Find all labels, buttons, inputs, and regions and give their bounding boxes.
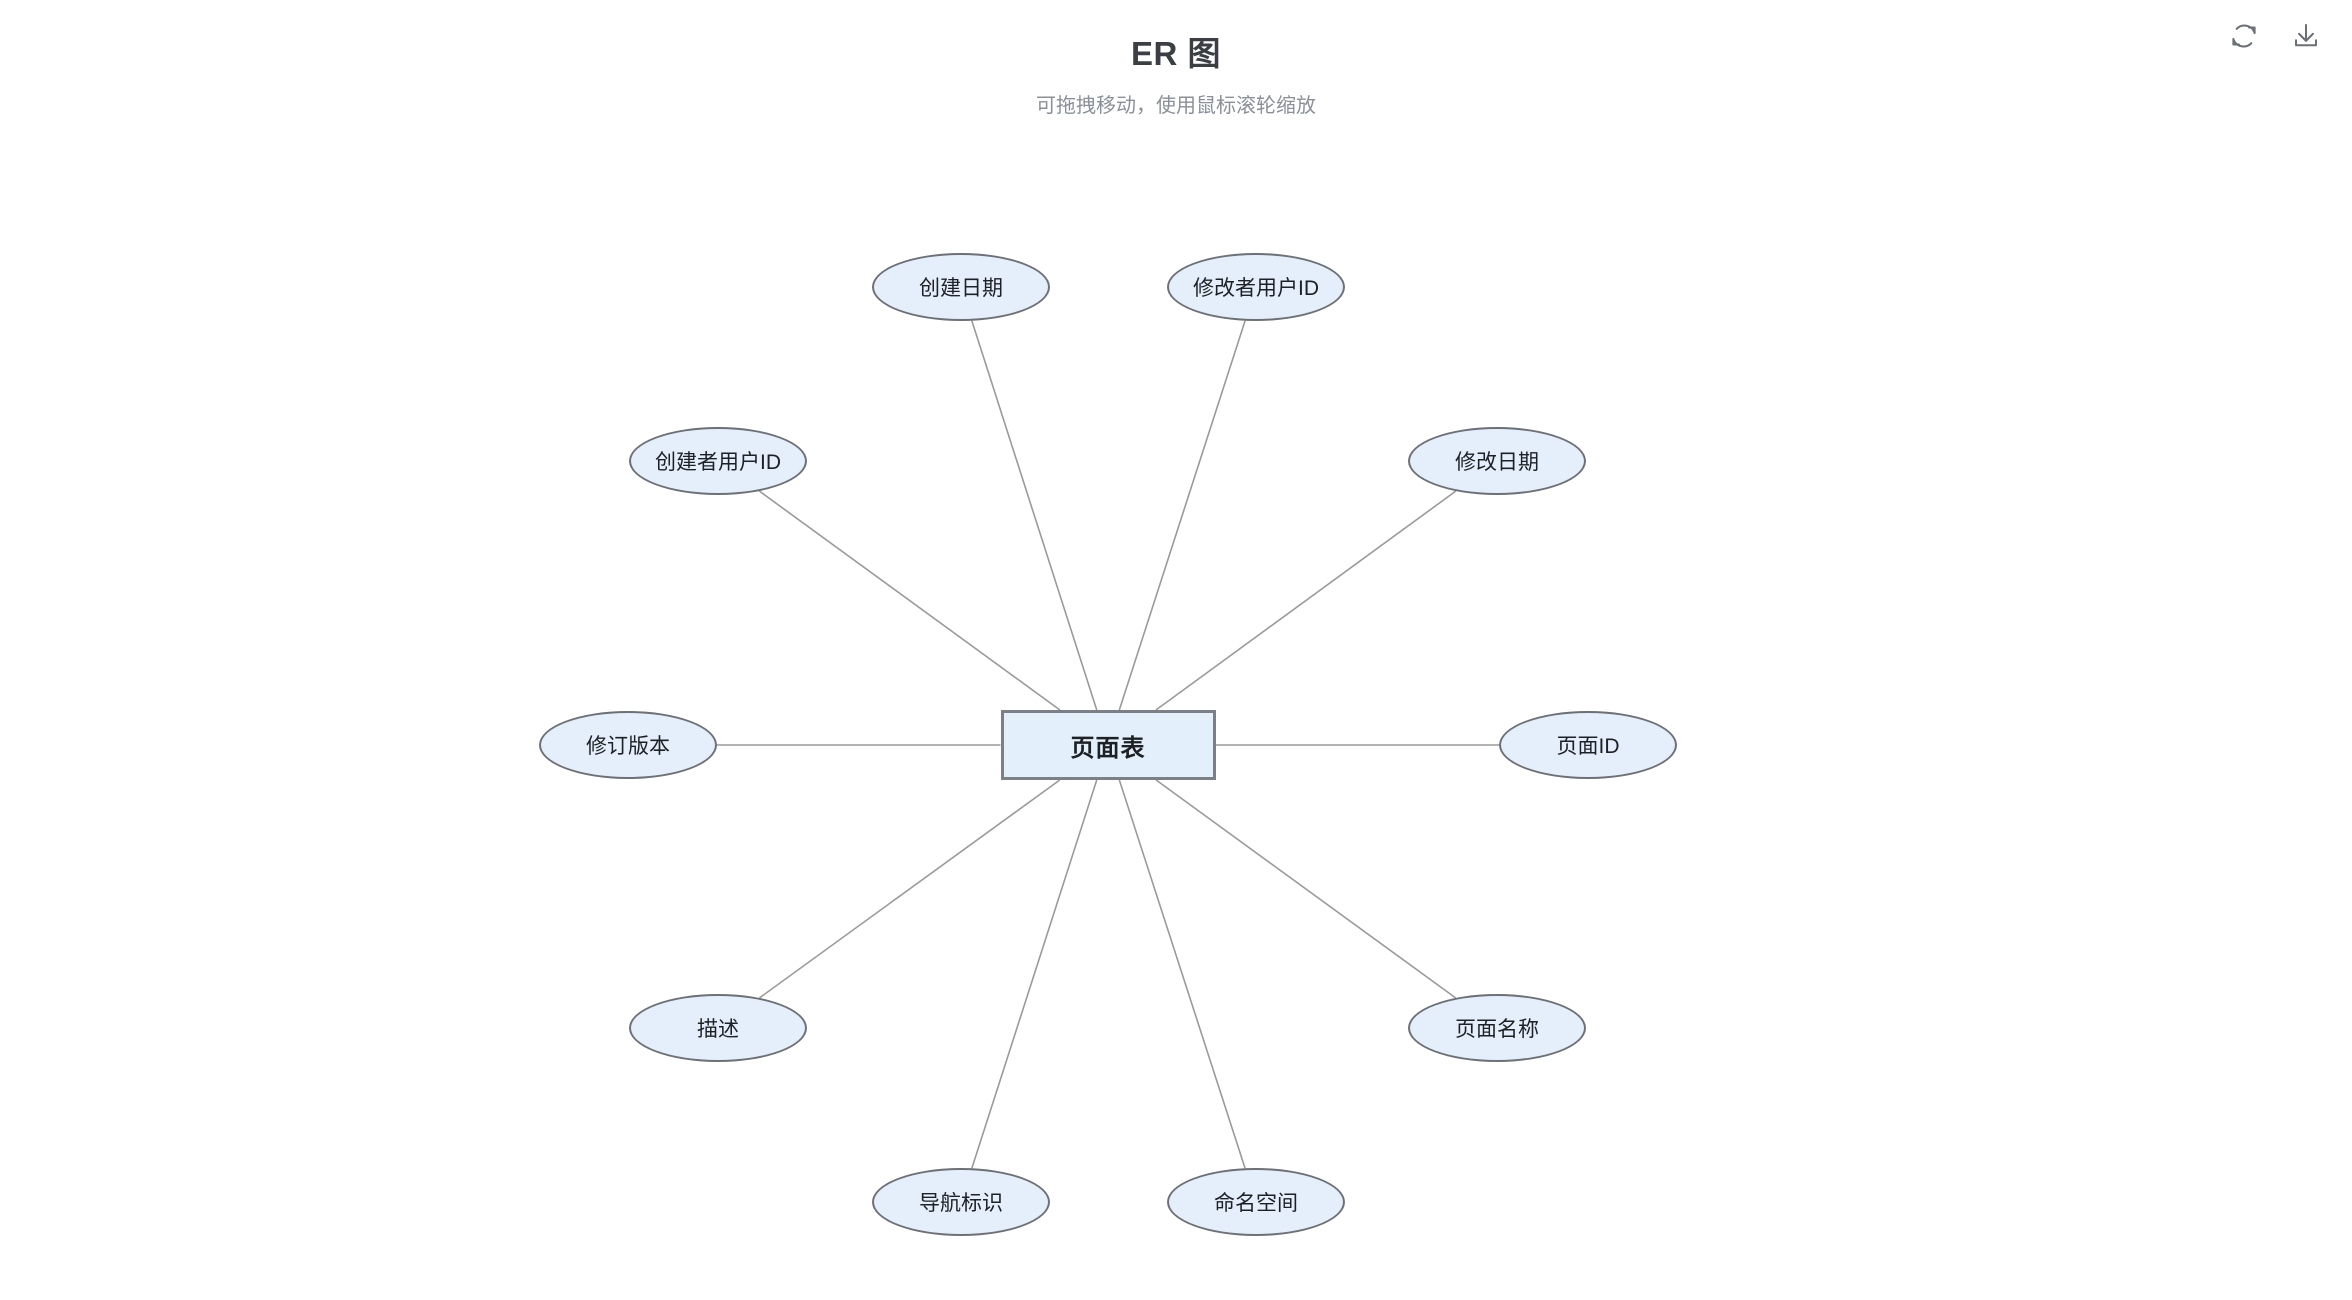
edge-page-table-to-attr-modifier-id — [1118, 320, 1246, 711]
edge-page-table-to-attr-creator-id — [758, 490, 1061, 711]
attribute-node-attr-revision[interactable]: 修订版本 — [539, 711, 717, 779]
attribute-node-attr-page-name[interactable]: 页面名称 — [1408, 994, 1586, 1062]
edge-page-table-to-attr-modify-date — [1155, 490, 1457, 711]
edge-page-table-to-attr-description — [758, 779, 1061, 999]
download-button[interactable] — [2288, 18, 2324, 54]
attribute-node-attr-namespace[interactable]: 命名空间 — [1167, 1168, 1345, 1236]
edge-group — [717, 320, 1499, 1169]
edge-page-table-to-attr-page-name — [1155, 779, 1457, 999]
node-label: 描述 — [697, 1018, 739, 1041]
node-label: 修改日期 — [1455, 451, 1539, 474]
download-icon — [2291, 21, 2321, 51]
diagram-toolbar — [2226, 0, 2352, 54]
node-label: 导航标识 — [919, 1192, 1003, 1215]
attribute-node-attr-nav-flag[interactable]: 导航标识 — [872, 1168, 1050, 1236]
attribute-node-attr-create-date[interactable]: 创建日期 — [872, 253, 1050, 321]
node-label: 创建者用户ID — [655, 451, 781, 474]
attribute-node-attr-creator-id[interactable]: 创建者用户ID — [629, 427, 807, 495]
attribute-node-attr-modifier-id[interactable]: 修改者用户ID — [1167, 253, 1345, 321]
node-label: 页面表 — [1070, 734, 1146, 762]
edge-page-table-to-attr-create-date — [971, 320, 1098, 711]
attribute-node-attr-page-id[interactable]: 页面ID — [1499, 711, 1677, 779]
node-label: 修订版本 — [586, 735, 670, 758]
attribute-node-attr-description[interactable]: 描述 — [629, 994, 807, 1062]
edge-page-table-to-attr-namespace — [1118, 779, 1246, 1169]
entity-node-page-table[interactable]: 页面表 — [1000, 710, 1216, 780]
node-label: 页面名称 — [1455, 1018, 1539, 1041]
edge-page-table-to-attr-nav-flag — [971, 779, 1098, 1169]
refresh-icon — [2229, 21, 2259, 51]
node-label: 创建日期 — [919, 277, 1003, 300]
refresh-button[interactable] — [2226, 18, 2262, 54]
node-label: 页面ID — [1556, 735, 1620, 758]
node-label: 命名空间 — [1214, 1192, 1298, 1215]
attribute-node-attr-modify-date[interactable]: 修改日期 — [1408, 427, 1586, 495]
node-label: 修改者用户ID — [1193, 277, 1319, 300]
